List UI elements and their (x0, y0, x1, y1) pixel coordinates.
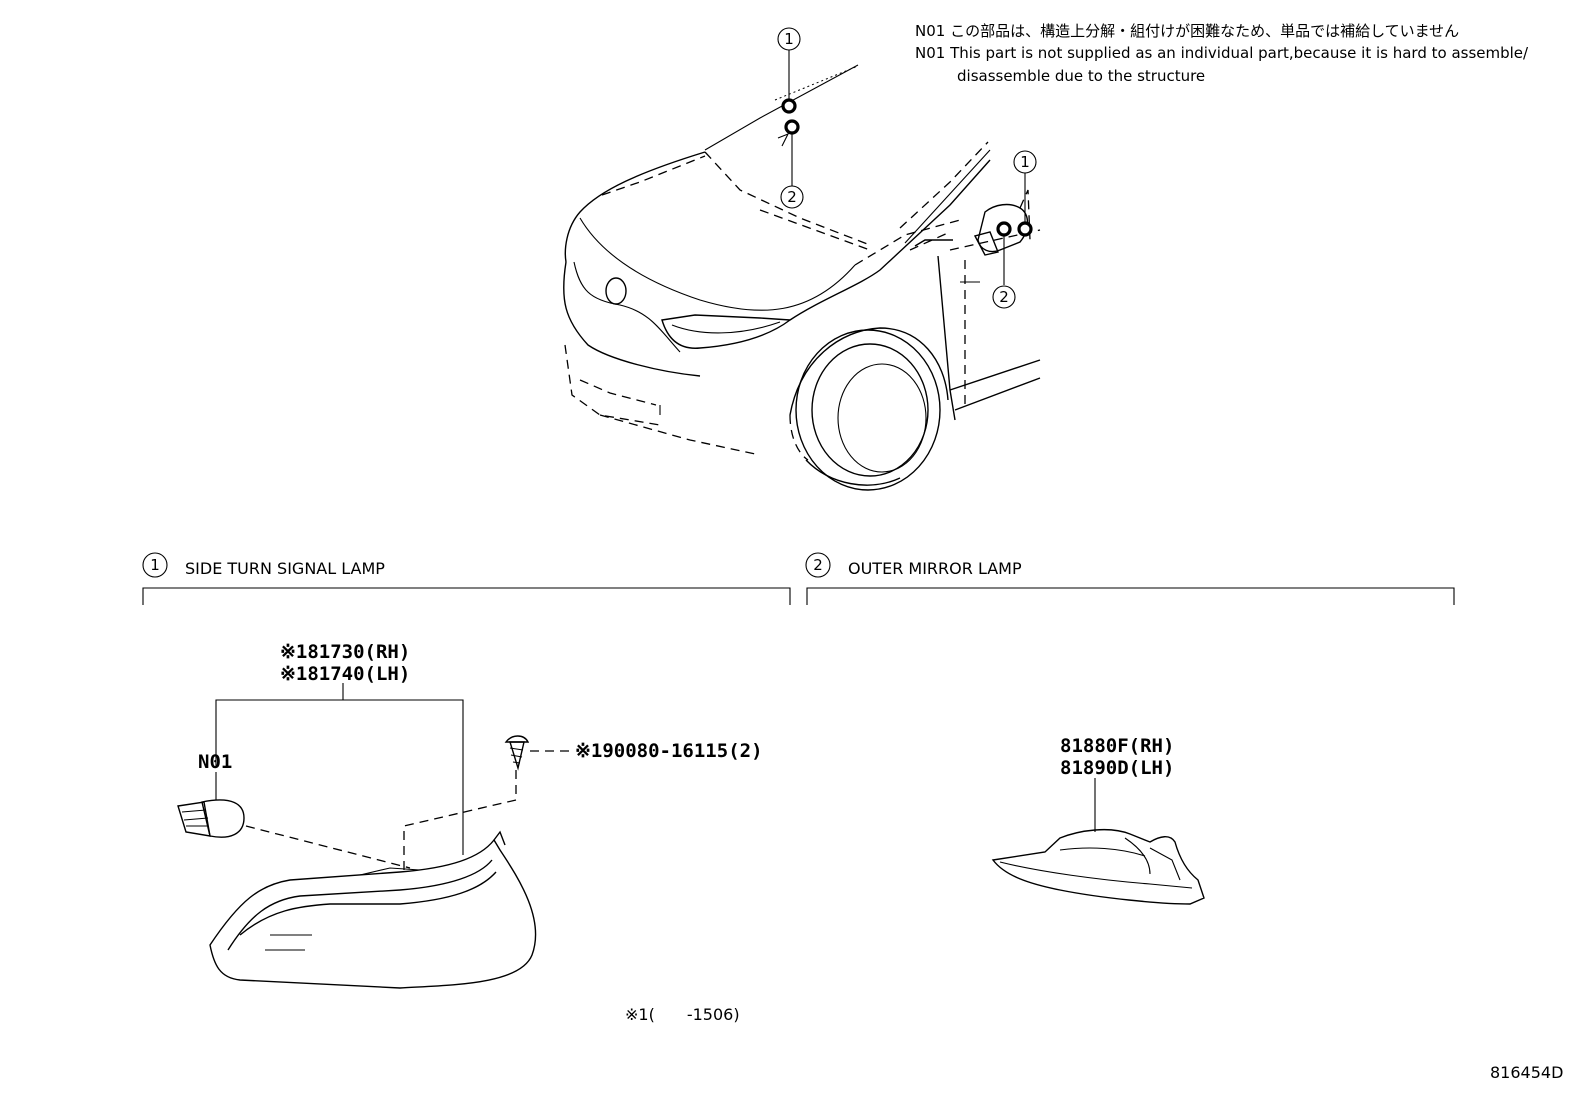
screw-drawing (504, 735, 530, 771)
callout-group-side: 1 2 (992, 150, 1037, 309)
outer-mirror-lamp-drawing (991, 829, 1205, 905)
lamp-location-marker (784, 119, 800, 135)
lamp-location-marker (781, 98, 797, 114)
callout-1-number: 1 (784, 30, 794, 48)
section-2-number: 2 (813, 556, 823, 574)
note-n01-english-line2: disassemble due to the structure (957, 67, 1205, 85)
section-side-turn-signal-lamp-header: 1 SIDE TURN SIGNAL LAMP (142, 552, 791, 605)
note-n01-japanese: N01 この部品は、構造上分解・組付けが困難なため、単品では補給していません (915, 22, 1459, 40)
diagram-id: 816454D (1490, 1063, 1563, 1082)
part-label-81880f-rh: 81880F(RH) (1060, 735, 1174, 757)
part-label-screw-90080-16115: ※190080-16115(2) (575, 740, 763, 762)
section-outer-mirror-lamp-header: 2 OUTER MIRROR LAMP (805, 552, 1455, 605)
part-label-81740-lh: ※181740(LH) (280, 663, 410, 685)
section-2-title: OUTER MIRROR LAMP (848, 559, 1022, 578)
side-turn-signal-lamp-drawing (209, 830, 537, 989)
lamp-location-marker (1017, 221, 1033, 237)
callout-2-number: 2 (999, 288, 1009, 306)
section-1-title: SIDE TURN SIGNAL LAMP (185, 559, 385, 578)
callout-2-circle (992, 285, 1016, 309)
vehicle-illustration (563, 64, 1041, 491)
bulb-drawing (177, 799, 245, 838)
lamp-location-marker (996, 221, 1012, 237)
callout-2-circle (780, 185, 804, 209)
callout-group-front: 1 2 (777, 27, 804, 209)
part-label-81730-rh: ※181730(RH) (280, 641, 410, 663)
note-n01-english-line1: N01 This part is not supplied as an indi… (915, 44, 1529, 62)
callout-1-number: 1 (1020, 153, 1030, 171)
leader-line-lamp-assy (215, 699, 464, 855)
bulb-note-label: N01 (198, 751, 232, 773)
footnote-applicability: ※1( -1506) (625, 1005, 740, 1024)
callout-2-number: 2 (787, 188, 797, 206)
part-label-81890d-lh: 81890D(LH) (1060, 757, 1174, 779)
section-1-number: 1 (150, 556, 160, 574)
